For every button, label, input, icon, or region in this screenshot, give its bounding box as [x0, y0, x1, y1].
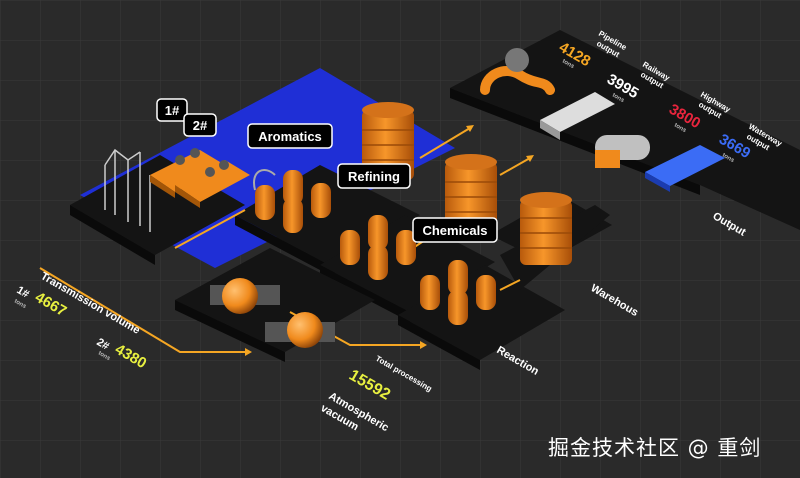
aromatics-tag: Aromatics [247, 123, 333, 149]
distillation-tower-icon [520, 192, 572, 265]
pipeline-icon [480, 48, 555, 95]
refining-tag: Refining [337, 163, 411, 189]
tanker-ship-icon [150, 148, 250, 208]
waterway-unit: tons [721, 153, 736, 165]
flow-arrow-icon [174, 209, 246, 249]
railway-unit: tons [611, 93, 626, 105]
pipeline-unit: tons [561, 59, 576, 71]
transmission-id-2: 2# [95, 336, 112, 353]
spherical-tank-icon [210, 278, 335, 348]
distillation-tower-icon [445, 154, 497, 232]
oil-rig-icon [104, 148, 151, 232]
transmission-id-1: 1# [15, 284, 32, 301]
tanker-truck-icon [595, 135, 650, 168]
flow-arrow-icon [526, 155, 534, 162]
chemicals-label: Chemicals [422, 223, 487, 238]
flow-arrow-icon [419, 127, 471, 159]
flow-arrow-icon [245, 348, 252, 356]
watermark: 掘金技术社区 @ 重剑 [548, 436, 762, 460]
flow-arrow-icon [466, 125, 474, 132]
refining-label: Refining [348, 169, 400, 184]
tank-cluster-icon [340, 215, 416, 280]
flow-arrowheads [245, 125, 534, 356]
transmission-unit-1: tons [13, 299, 28, 311]
port-2-label: 2# [193, 118, 208, 133]
port-1-tag: 1# [156, 98, 188, 122]
cargo-ship-icon [645, 145, 725, 192]
aromatics-label: Aromatics [258, 129, 322, 144]
flow-arrow-icon [420, 341, 427, 349]
highway-unit: tons [673, 123, 688, 135]
port-1-label: 1# [165, 103, 180, 118]
flow-arrow-icon [499, 157, 531, 176]
tank-cluster-icon [253, 169, 331, 233]
flow-arrow-icon [39, 267, 245, 353]
transmission-unit-2: tons [97, 351, 112, 363]
train-icon [540, 92, 615, 140]
tank-cluster-icon [420, 260, 496, 325]
port-2-tag: 2# [183, 113, 217, 137]
flow-arrow-icon [499, 279, 521, 291]
distillation-tower-icon [362, 102, 414, 180]
chemicals-tag: Chemicals [412, 217, 498, 243]
